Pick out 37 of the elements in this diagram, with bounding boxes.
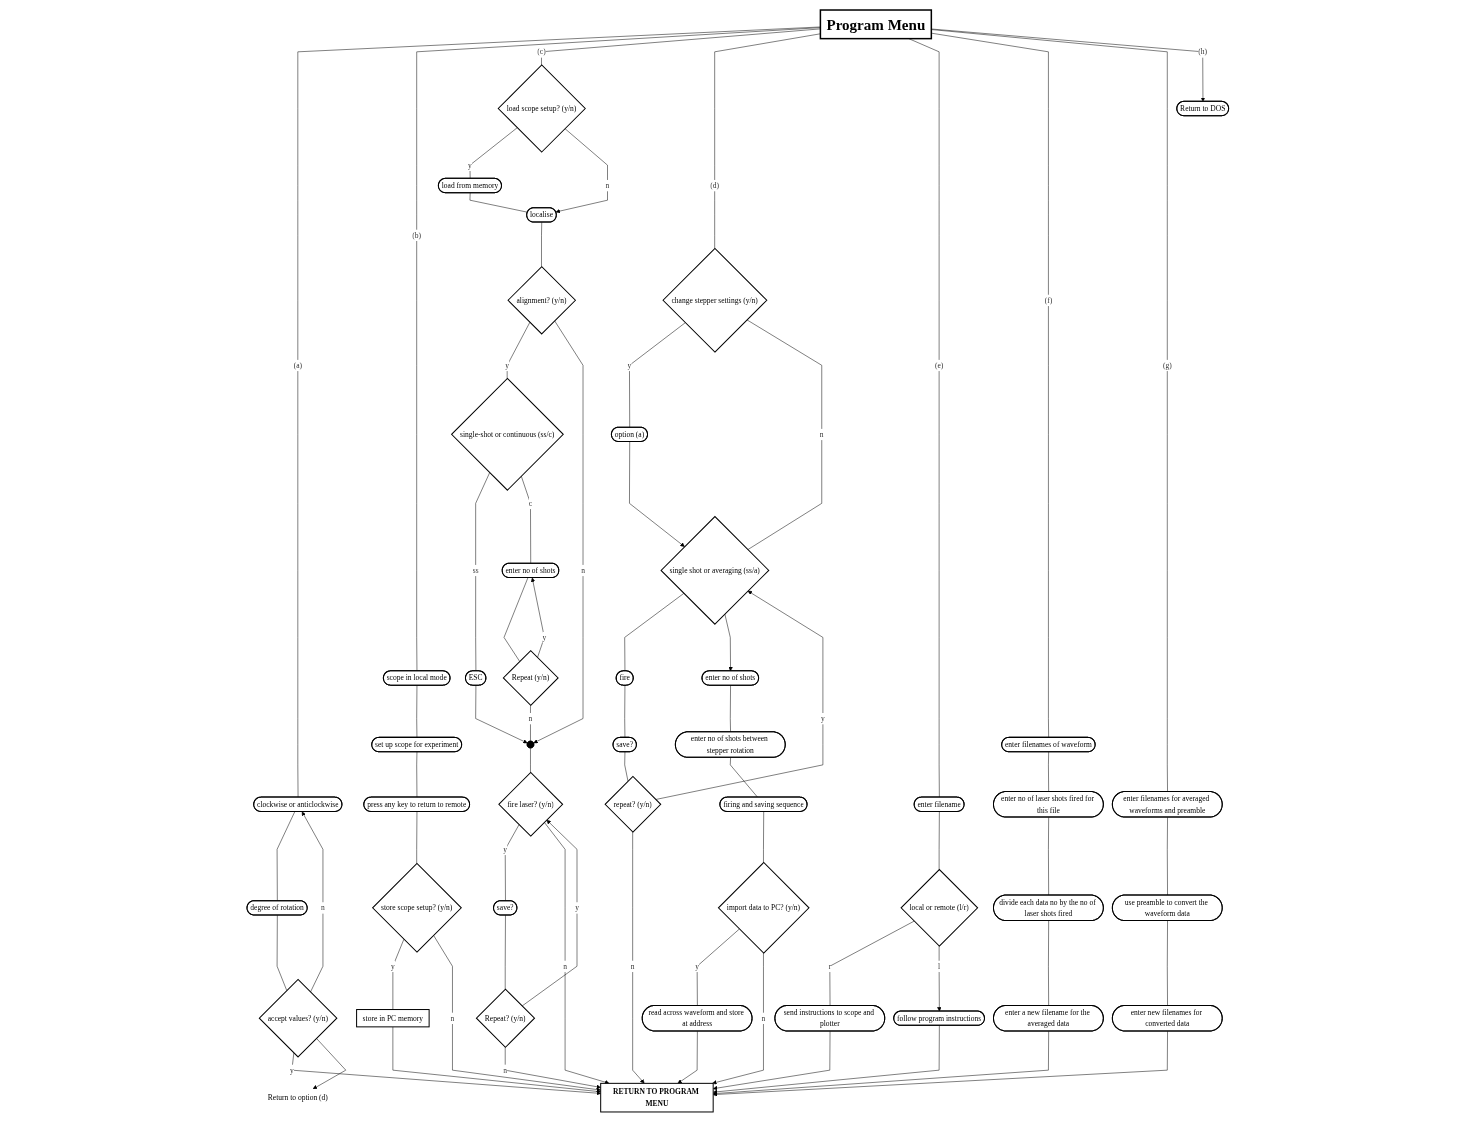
connector xyxy=(908,38,940,798)
connector xyxy=(416,751,418,798)
connector xyxy=(931,32,1050,738)
connector xyxy=(624,593,685,672)
connector xyxy=(714,33,821,249)
connector xyxy=(505,824,520,902)
connector xyxy=(763,811,765,863)
connector xyxy=(1048,817,1050,896)
node-box: Program Menu xyxy=(819,9,933,40)
connector xyxy=(1167,920,1168,1006)
connector xyxy=(629,322,686,428)
connector xyxy=(931,29,1168,792)
connector xyxy=(505,914,506,990)
connector xyxy=(541,222,543,267)
connector xyxy=(1167,817,1168,896)
connector xyxy=(730,685,731,733)
connector xyxy=(507,322,531,379)
connector xyxy=(277,811,296,902)
connector xyxy=(503,577,529,662)
connector xyxy=(697,928,740,1006)
connector xyxy=(416,811,418,864)
connector xyxy=(624,685,626,738)
connector xyxy=(1048,920,1050,1006)
connector xyxy=(469,127,518,179)
connector xyxy=(541,28,821,66)
connector xyxy=(624,751,629,782)
connector xyxy=(475,472,491,672)
connector xyxy=(277,914,288,991)
connector xyxy=(730,757,759,798)
connector xyxy=(297,26,821,798)
connector xyxy=(939,811,940,870)
connector xyxy=(1048,751,1050,792)
connector xyxy=(416,685,418,738)
connector xyxy=(829,920,915,1006)
connector xyxy=(521,475,532,564)
connector xyxy=(469,192,528,213)
connector xyxy=(530,747,531,773)
